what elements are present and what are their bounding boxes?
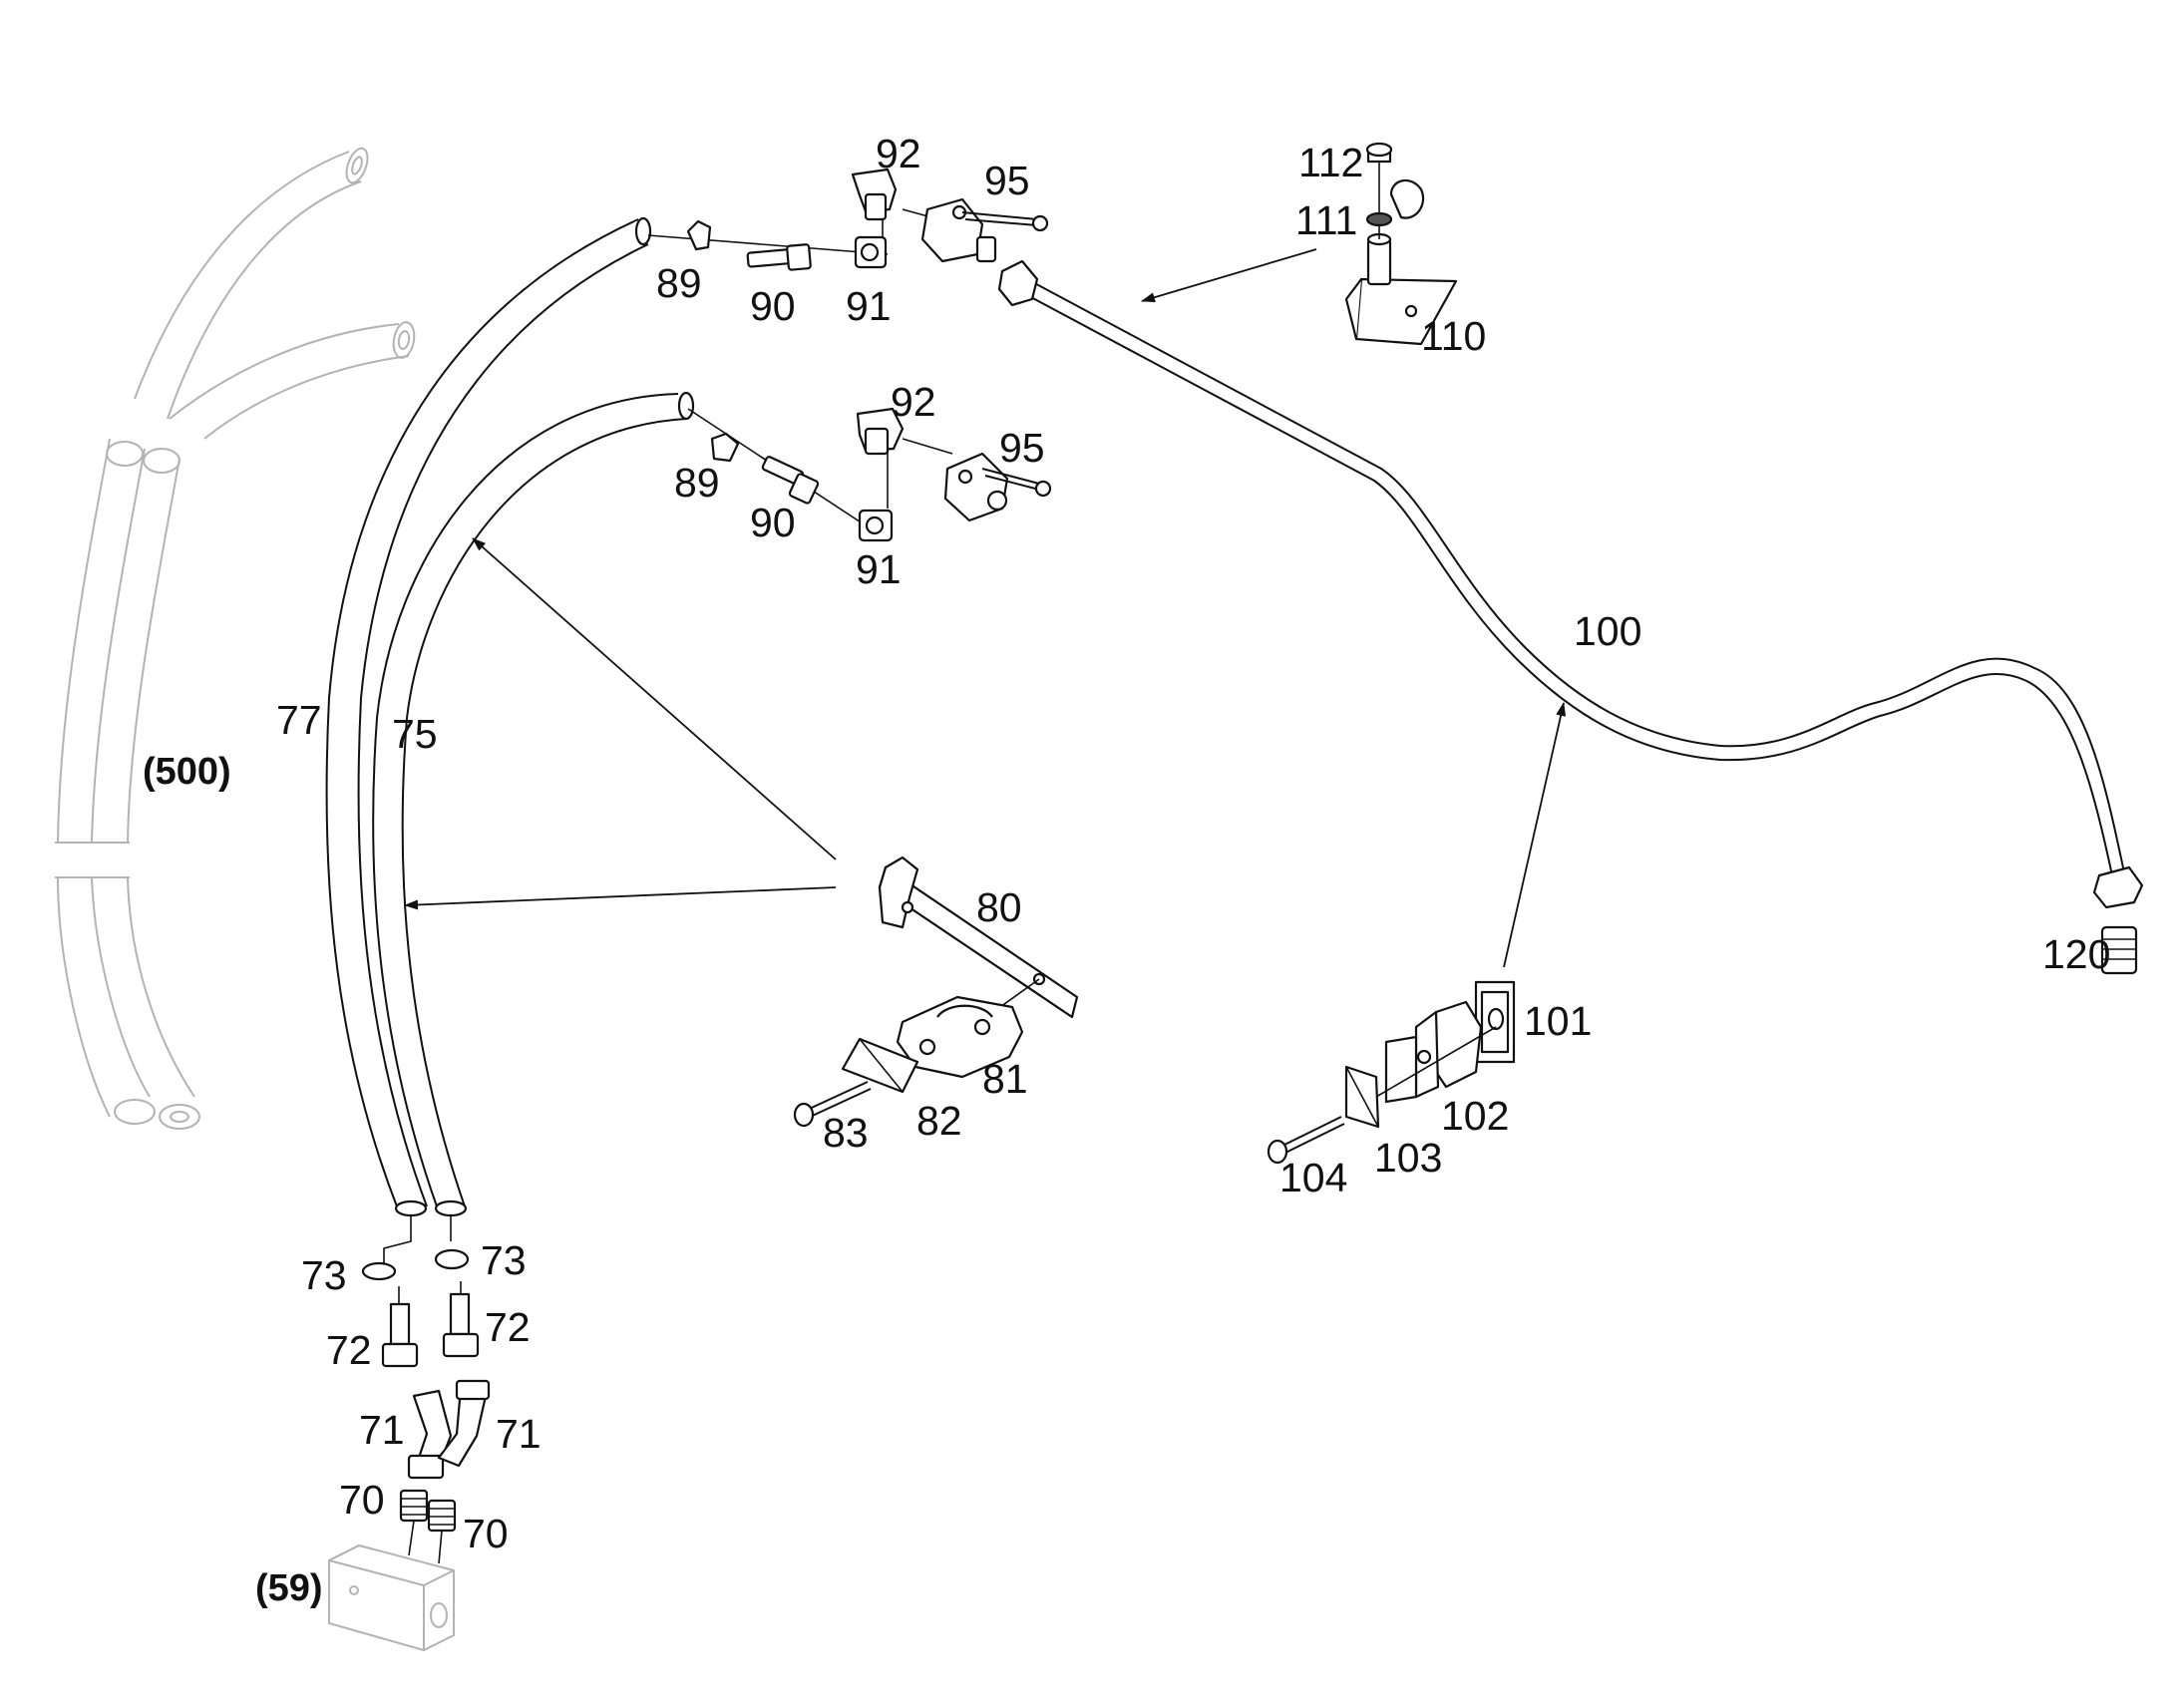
ghost-hose-assembly-500	[55, 147, 416, 1130]
hose-77	[325, 216, 652, 1217]
label-73-right: 73	[481, 1237, 527, 1283]
label-81: 81	[982, 1056, 1028, 1102]
label-500: (500)	[143, 751, 231, 793]
label-111: 111	[1295, 197, 1357, 243]
label-82: 82	[916, 1098, 962, 1144]
upper-valve-group	[647, 168, 1049, 271]
label-90-lower: 90	[750, 500, 796, 545]
label-75: 75	[392, 711, 438, 757]
label-103: 103	[1374, 1135, 1442, 1181]
label-72-left: 72	[326, 1327, 372, 1373]
label-104: 104	[1279, 1155, 1347, 1200]
bottom-fittings	[361, 1216, 491, 1564]
label-92-lower: 92	[891, 379, 936, 425]
label-101: 101	[1524, 998, 1592, 1044]
label-110: 110	[1421, 313, 1486, 359]
label-71-left: 71	[359, 1407, 405, 1453]
label-100: 100	[1574, 608, 1641, 654]
label-89-upper: 89	[656, 260, 702, 306]
label-120: 120	[2042, 931, 2110, 977]
label-91-lower: 91	[856, 546, 902, 592]
label-95-lower: 95	[999, 425, 1045, 471]
label-59: (59)	[255, 1567, 323, 1609]
label-89-lower: 89	[674, 460, 720, 506]
label-70-right: 70	[463, 1511, 509, 1556]
label-92-upper: 92	[876, 131, 921, 176]
pointer-arrows	[404, 248, 1567, 968]
label-77: 77	[276, 697, 322, 743]
label-91-upper: 91	[846, 283, 892, 329]
label-95-upper: 95	[984, 158, 1030, 203]
part-labels: 92 95 89 90 91 92 95 89 90 91 112 111 11…	[143, 131, 2110, 1609]
label-72-right: 72	[485, 1304, 531, 1350]
label-83: 83	[823, 1110, 869, 1156]
clamp-101-104	[1267, 980, 1516, 1165]
lower-valve-group	[687, 407, 1052, 542]
label-112: 112	[1298, 140, 1363, 185]
label-80: 80	[976, 884, 1022, 930]
hose-75	[372, 391, 695, 1217]
rigid-pipe-100	[997, 259, 2144, 975]
label-70-left: 70	[339, 1477, 385, 1523]
bracket-110	[1344, 142, 1458, 346]
label-71-right: 71	[496, 1411, 542, 1457]
clamp-80-83	[793, 855, 1079, 1128]
label-73-left: 73	[301, 1252, 347, 1298]
label-102: 102	[1441, 1093, 1509, 1139]
block-59	[328, 1543, 455, 1652]
label-90-upper: 90	[750, 283, 796, 329]
